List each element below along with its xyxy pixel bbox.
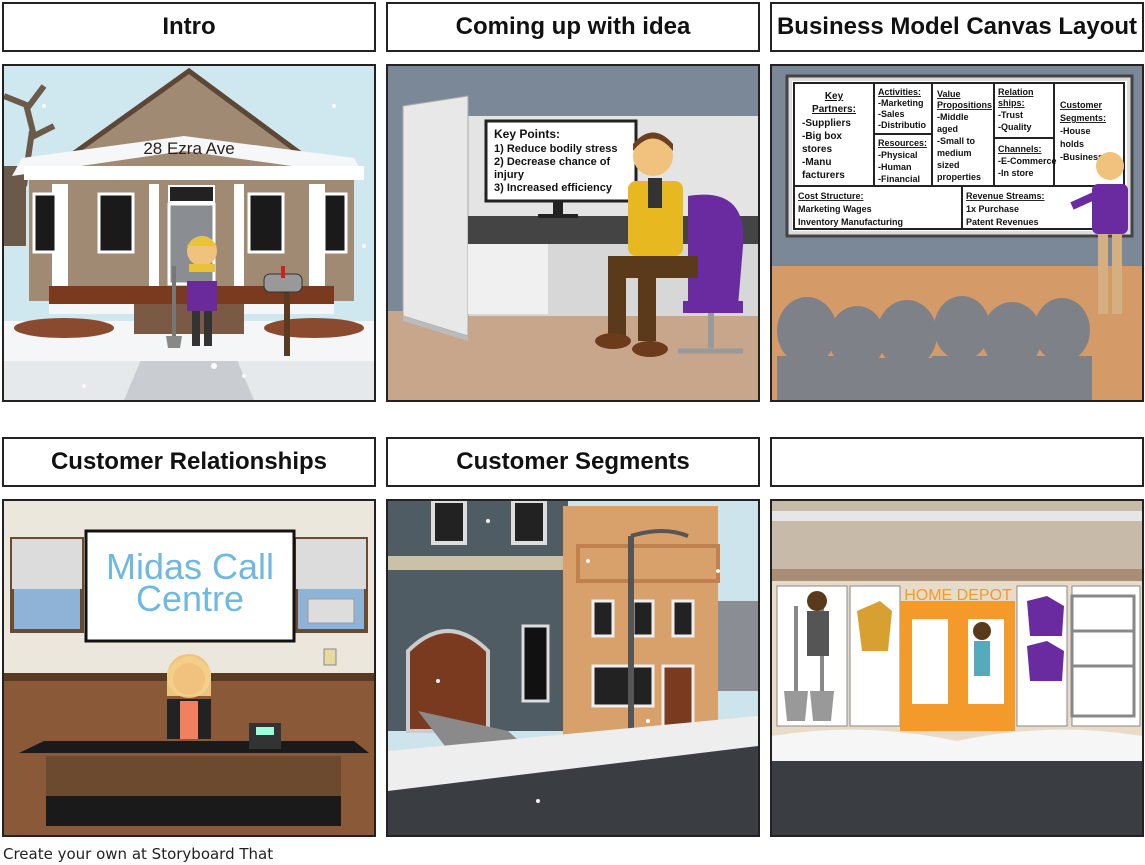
intro-scene: 28 Ezra Ave bbox=[4, 66, 374, 400]
value-line-6: medium bbox=[937, 148, 972, 158]
value-line-4: aged bbox=[937, 124, 958, 134]
intro-panel: 28 Ezra Ave bbox=[2, 64, 376, 402]
value-line-5: -Small to bbox=[937, 136, 976, 146]
value-line-2: Propositions bbox=[937, 100, 992, 110]
panel-3-title: Business Model Canvas Layout bbox=[770, 2, 1144, 52]
value-line-7: sized bbox=[937, 160, 960, 170]
panel-5-title-text: Customer Segments bbox=[456, 448, 690, 475]
relationships-line-3: -Trust bbox=[998, 110, 1023, 120]
revenue-line-2: 1x Purchase bbox=[966, 204, 1019, 214]
channels-line-1: Channels: bbox=[998, 144, 1042, 154]
key-partners-line-6: -Manu bbox=[802, 157, 831, 168]
cost-line-2: Marketing Wages bbox=[798, 204, 872, 214]
callcentre-scene: Midas Call Centre bbox=[4, 501, 374, 835]
activities-line-3: -Sales bbox=[878, 109, 905, 119]
street-scene bbox=[388, 501, 758, 835]
segments-line-4: holds bbox=[1060, 139, 1084, 149]
relationships-line-2: ships: bbox=[998, 98, 1025, 108]
store-sign: HOME DEPOT bbox=[904, 587, 1012, 604]
panel-4-title-text: Customer Relationships bbox=[50, 448, 328, 475]
storyboard-footer[interactable]: Create your own at Storyboard That bbox=[3, 845, 274, 863]
canvas-scene: Key Partners: -Suppliers -Big box stores… bbox=[772, 66, 1142, 400]
relationships-line-4: -Quality bbox=[998, 122, 1032, 132]
key-point-3: 3) Increased efficiency bbox=[494, 182, 613, 194]
channels-line-2: -E-Commerce bbox=[998, 156, 1057, 166]
activities-line-2: -Marketing bbox=[878, 98, 924, 108]
resources-line-3: -Human bbox=[878, 162, 912, 172]
revenue-line-3: Patent Revenues bbox=[966, 217, 1039, 227]
segments-line-3: -House bbox=[1060, 126, 1091, 136]
cost-line-1: Cost Structure: bbox=[798, 191, 864, 201]
key-partners-line-1: Key bbox=[825, 91, 844, 102]
key-point-1: 1) Reduce bodily stress bbox=[494, 143, 618, 155]
key-point-2-cont: injury bbox=[494, 169, 525, 181]
call-centre-title-2: Centre bbox=[136, 578, 244, 619]
segments-line-5: -Business bbox=[1060, 152, 1103, 162]
key-points-heading: Key Points: bbox=[494, 127, 560, 141]
key-partners-line-7: facturers bbox=[802, 170, 845, 181]
panel-6-title bbox=[770, 437, 1144, 487]
activities-line-1: Activities: bbox=[878, 87, 921, 97]
key-partners-line-2: Partners: bbox=[812, 104, 856, 115]
cost-line-3: Inventory Manufacturing bbox=[798, 217, 903, 227]
key-partners-line-4: -Big box bbox=[802, 131, 842, 142]
store-scene: HOME DEPOT bbox=[772, 501, 1142, 835]
panel-3-title-text: Business Model Canvas Layout bbox=[776, 13, 1138, 40]
revenue-line-1: Revenue Streams: bbox=[966, 191, 1045, 201]
channels-line-3: -In store bbox=[998, 168, 1034, 178]
house-address-sign: 28 Ezra Ave bbox=[143, 139, 234, 158]
panel-1-title-text: Intro bbox=[162, 13, 216, 40]
idea-panel: Key Points: 1) Reduce bodily stress 2) D… bbox=[386, 64, 760, 402]
activities-line-4: -Distributio bbox=[878, 120, 926, 130]
resources-line-2: -Physical bbox=[878, 150, 918, 160]
panel-5-title: Customer Segments bbox=[386, 437, 760, 487]
office-scene: Key Points: 1) Reduce bodily stress 2) D… bbox=[388, 66, 758, 400]
resources-line-1: Resources: bbox=[878, 138, 927, 148]
key-partners-line-3: -Suppliers bbox=[802, 118, 851, 129]
panel-4-title: Customer Relationships bbox=[2, 437, 376, 487]
relationships-line-1: Relation bbox=[998, 87, 1034, 97]
key-partners-line-5: stores bbox=[802, 144, 832, 155]
callcentre-panel: Midas Call Centre bbox=[2, 499, 376, 837]
segments-line-1: Customer bbox=[1060, 100, 1103, 110]
call-centre-title-1: Midas Call bbox=[106, 546, 274, 587]
panel-2-title-text: Coming up with idea bbox=[455, 13, 691, 40]
segments-line-2: Segments: bbox=[1060, 113, 1106, 123]
value-line-1: Value bbox=[937, 89, 961, 99]
store-panel: HOME DEPOT bbox=[770, 499, 1144, 837]
segments-panel bbox=[386, 499, 760, 837]
value-line-3: -Middle bbox=[937, 112, 969, 122]
canvas-panel: Key Partners: -Suppliers -Big box stores… bbox=[770, 64, 1144, 402]
value-line-8: properties bbox=[937, 172, 981, 182]
resources-line-4: -Financial bbox=[878, 174, 920, 184]
panel-1-title: Intro bbox=[2, 2, 376, 52]
panel-2-title: Coming up with idea bbox=[386, 2, 760, 52]
key-point-2: 2) Decrease chance of bbox=[494, 156, 611, 168]
